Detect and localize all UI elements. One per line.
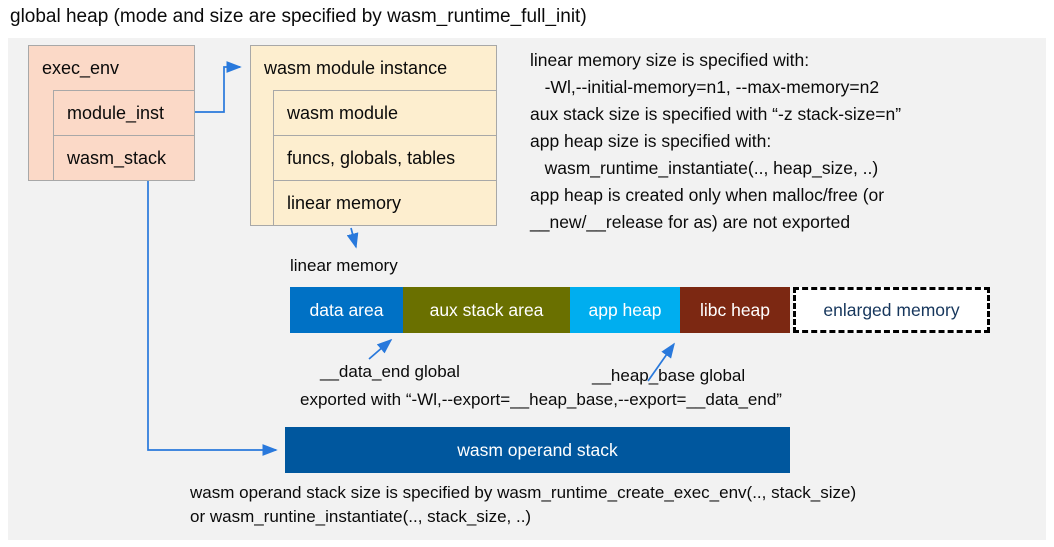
memory-size-notes: linear memory size is specified with: -W… bbox=[530, 50, 902, 232]
exec-env-row-module-inst: module_inst bbox=[53, 90, 195, 136]
module-instance-row-linear-memory: linear memory bbox=[273, 180, 497, 226]
segment-app-heap: app heap bbox=[570, 287, 680, 333]
module-instance-header: wasm module instance bbox=[264, 58, 448, 78]
linear-memory-bar: data area aux stack area app heap libc h… bbox=[290, 287, 990, 333]
segment-libc-heap: libc heap bbox=[680, 287, 790, 333]
export-flags-note: exported with “-Wl,--export=__heap_base,… bbox=[300, 390, 782, 409]
module-instance-row-funcs-globals-tables: funcs, globals, tables bbox=[273, 135, 497, 181]
data-end-global-label: __data_end global bbox=[320, 362, 460, 381]
segment-enlarged-memory: enlarged memory bbox=[793, 287, 990, 333]
module-instance-row-wasm-module: wasm module bbox=[273, 90, 497, 136]
segment-aux-stack-area: aux stack area bbox=[403, 287, 570, 333]
exec-env-row-wasm-stack: wasm_stack bbox=[53, 135, 195, 181]
wasm-operand-stack-label: wasm operand stack bbox=[457, 439, 618, 460]
operand-stack-size-note: wasm operand stack size is specified by … bbox=[190, 483, 857, 526]
linear-memory-label: linear memory bbox=[290, 256, 398, 275]
diagram-title: global heap (mode and size are specified… bbox=[10, 6, 587, 27]
exec-env-header: exec_env bbox=[42, 58, 120, 78]
segment-data-area: data area bbox=[290, 287, 403, 333]
heap-base-global-label: __heap_base global bbox=[592, 366, 746, 385]
wasm-operand-stack-bar: wasm operand stack bbox=[285, 427, 790, 473]
